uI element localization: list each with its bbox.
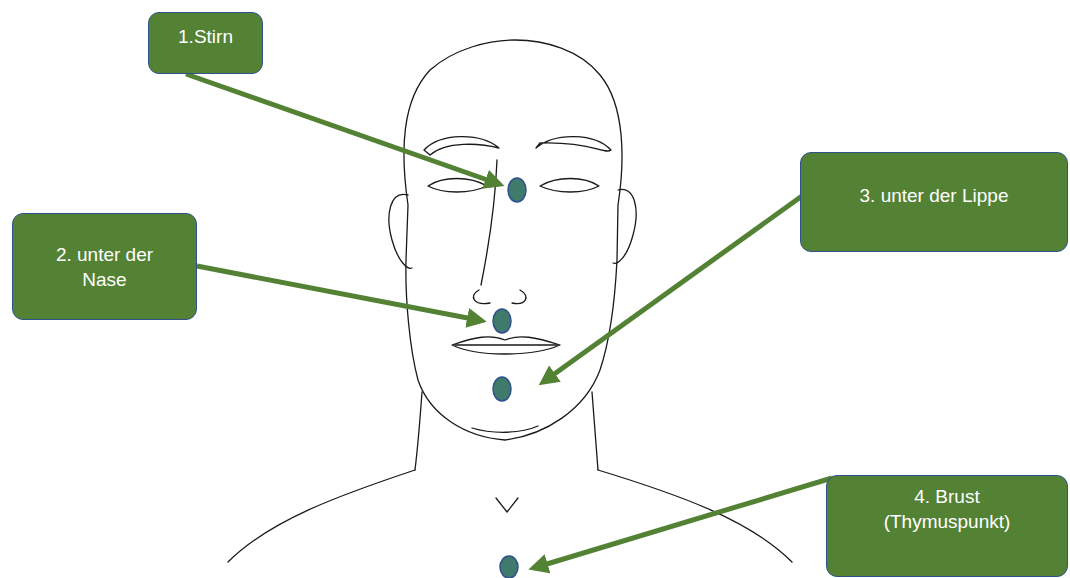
point-dot — [493, 309, 511, 333]
callout-text: 2. unter der Nase — [49, 242, 160, 292]
shoulder-right — [598, 470, 792, 562]
neck-left — [415, 392, 422, 470]
leader-arrow — [546, 196, 802, 380]
callout-text: 4. Brust (Thymuspunkt) — [867, 484, 1027, 534]
leader-arrows — [186, 74, 832, 567]
leader-arrow — [186, 74, 496, 183]
point-dot — [500, 556, 518, 578]
right-eye — [540, 179, 599, 193]
right-ear — [613, 189, 636, 263]
callout-text: 3. unter der Lippe — [860, 183, 1009, 208]
callout-box: 3. unter der Lippe — [800, 152, 1068, 252]
callout-box: 2. unter der Nase — [12, 213, 197, 320]
point-dot — [508, 178, 526, 202]
callout-box: 4. Brust (Thymuspunkt) — [826, 475, 1068, 577]
left-eye — [428, 179, 487, 193]
callout-box: 1.Stirn — [148, 12, 263, 74]
left-ear — [389, 194, 412, 268]
mouth — [452, 337, 560, 354]
chin-line — [472, 426, 538, 432]
leader-arrow — [197, 266, 478, 320]
collar — [496, 498, 518, 512]
neck-right — [592, 392, 598, 470]
nose-left — [473, 290, 490, 304]
left-eyebrow — [424, 137, 499, 155]
point-dot — [493, 377, 511, 401]
nose-right — [512, 290, 526, 304]
leader-arrow — [537, 478, 832, 567]
mouth-line — [455, 344, 557, 345]
right-eyebrow — [536, 137, 611, 151]
acupressure-points — [493, 178, 526, 578]
head-outline — [404, 40, 622, 440]
callout-text: 1.Stirn — [178, 24, 233, 49]
shoulder-left — [228, 470, 415, 562]
